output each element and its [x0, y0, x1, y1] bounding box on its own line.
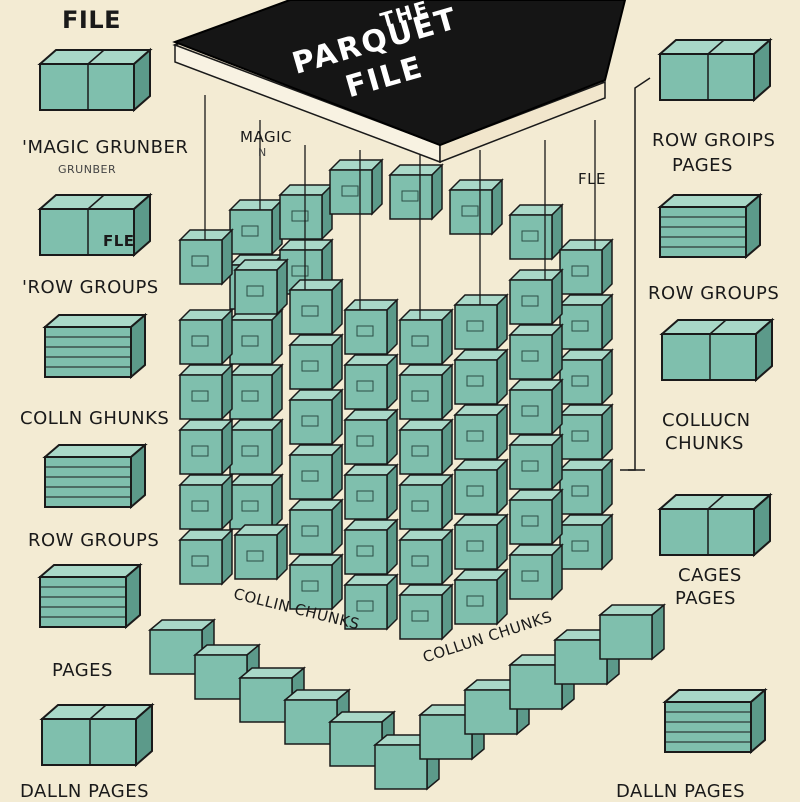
label-cages: CAGES — [678, 565, 742, 586]
label-file-box: FLE — [103, 232, 135, 250]
label-row-groups-pages-2: PAGES — [672, 155, 733, 176]
label-row-groups-pages-1: ROW GROIPS — [652, 130, 776, 151]
hanging-strings — [204, 95, 596, 320]
label-center-magic-sub: N — [258, 146, 267, 159]
label-center-magic: MAGIC — [240, 128, 292, 146]
label-file: FILE — [62, 6, 122, 34]
right-bracket — [620, 77, 651, 471]
label-row-groups-2: ROW GROUPS — [28, 530, 160, 551]
label-bottom-right: DALLN PAGES — [616, 781, 746, 802]
label-column-chunks-2: CHUNKS — [665, 433, 744, 454]
parquet-book — [172, 0, 627, 164]
label-column-chunks: COLLN GHUNKS — [20, 408, 170, 429]
label-pages: PAGES — [52, 660, 113, 681]
label-column-chunks-1: COLLUCN — [662, 410, 751, 431]
label-cages-pages: PAGES — [675, 588, 736, 609]
label-bottom-left: DALLN PAGES — [20, 781, 150, 802]
label-magic: 'MAGIC GRUNBER — [22, 137, 189, 158]
column-stack — [179, 159, 613, 640]
label-row-groups-1: 'ROW GROUPS — [22, 277, 159, 298]
label-row-groups-right: ROW GROUPS — [648, 283, 780, 304]
label-magic-sub: GRUNBER — [58, 163, 117, 176]
label-center-fle: FLE — [578, 170, 606, 188]
